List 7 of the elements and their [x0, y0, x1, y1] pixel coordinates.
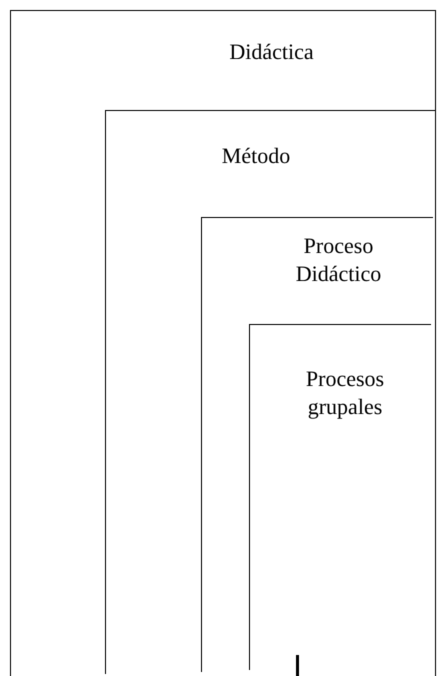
nested-box: [10, 10, 436, 676]
box-heading: Proceso Didáctico: [294, 232, 382, 288]
box-heading: Método: [220, 142, 292, 170]
box-heading: Procesos grupales: [304, 365, 386, 421]
box-heading: Didáctica: [228, 38, 315, 66]
nested-box: [104, 110, 435, 674]
nested-box: [201, 217, 433, 672]
